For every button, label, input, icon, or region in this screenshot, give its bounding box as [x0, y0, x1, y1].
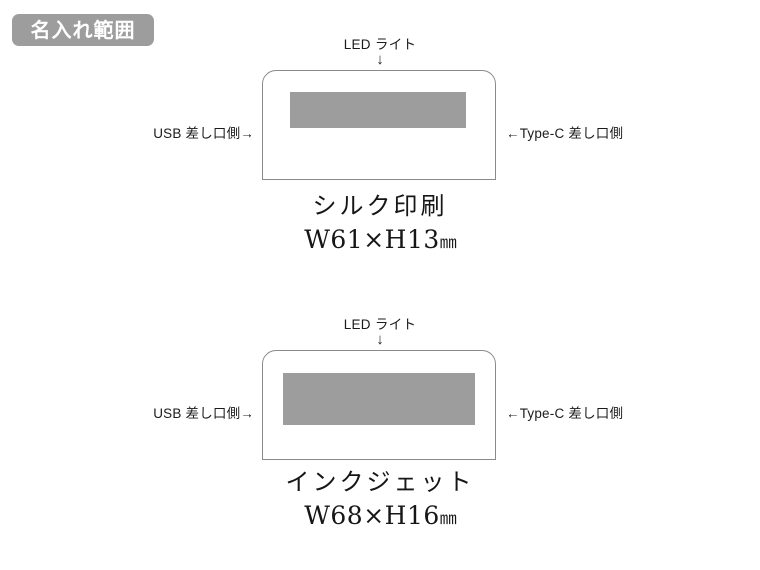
print-size-1: W61×H13㎜ — [0, 223, 760, 260]
usb-port-side-label-1: USB 差し口側→ — [153, 126, 254, 141]
down-arrow-icon-2: ↓ — [376, 331, 384, 348]
print-size-2: W68×H16㎜ — [0, 499, 760, 536]
print-size-unit-2: ㎜ — [439, 509, 457, 529]
down-arrow-icon-1: ↓ — [376, 51, 384, 68]
print-size-value-2: W68×H16 — [304, 501, 440, 530]
print-size-unit-1: ㎜ — [439, 233, 457, 253]
imprint-area-badge: 名入れ範囲 — [12, 14, 154, 46]
led-callout-group-1: LED ライト ↓ — [0, 36, 760, 68]
usb-port-side-label-2: USB 差し口側→ — [153, 406, 254, 421]
imprint-area-rect-2 — [283, 373, 475, 425]
typec-port-side-label-2: ←Type-C 差し口側 — [506, 406, 624, 421]
imprint-area-badge-label: 名入れ範囲 — [30, 18, 136, 42]
imprint-area-rect-1 — [290, 92, 466, 128]
led-light-label-2: LED ライト — [343, 317, 417, 332]
led-light-label-1: LED ライト — [343, 37, 417, 52]
print-method-title-1: シルク印刷 — [312, 192, 448, 220]
caption-silk-print: シルク印刷 W61×H13㎜ — [0, 190, 760, 260]
print-method-title-2: インクジェット — [285, 468, 475, 496]
caption-inkjet: インクジェット W68×H16㎜ — [0, 466, 760, 536]
print-size-value-1: W61×H13 — [304, 225, 440, 254]
led-callout-group-2: LED ライト ↓ — [0, 316, 760, 348]
typec-port-side-label-1: ←Type-C 差し口側 — [506, 126, 624, 141]
